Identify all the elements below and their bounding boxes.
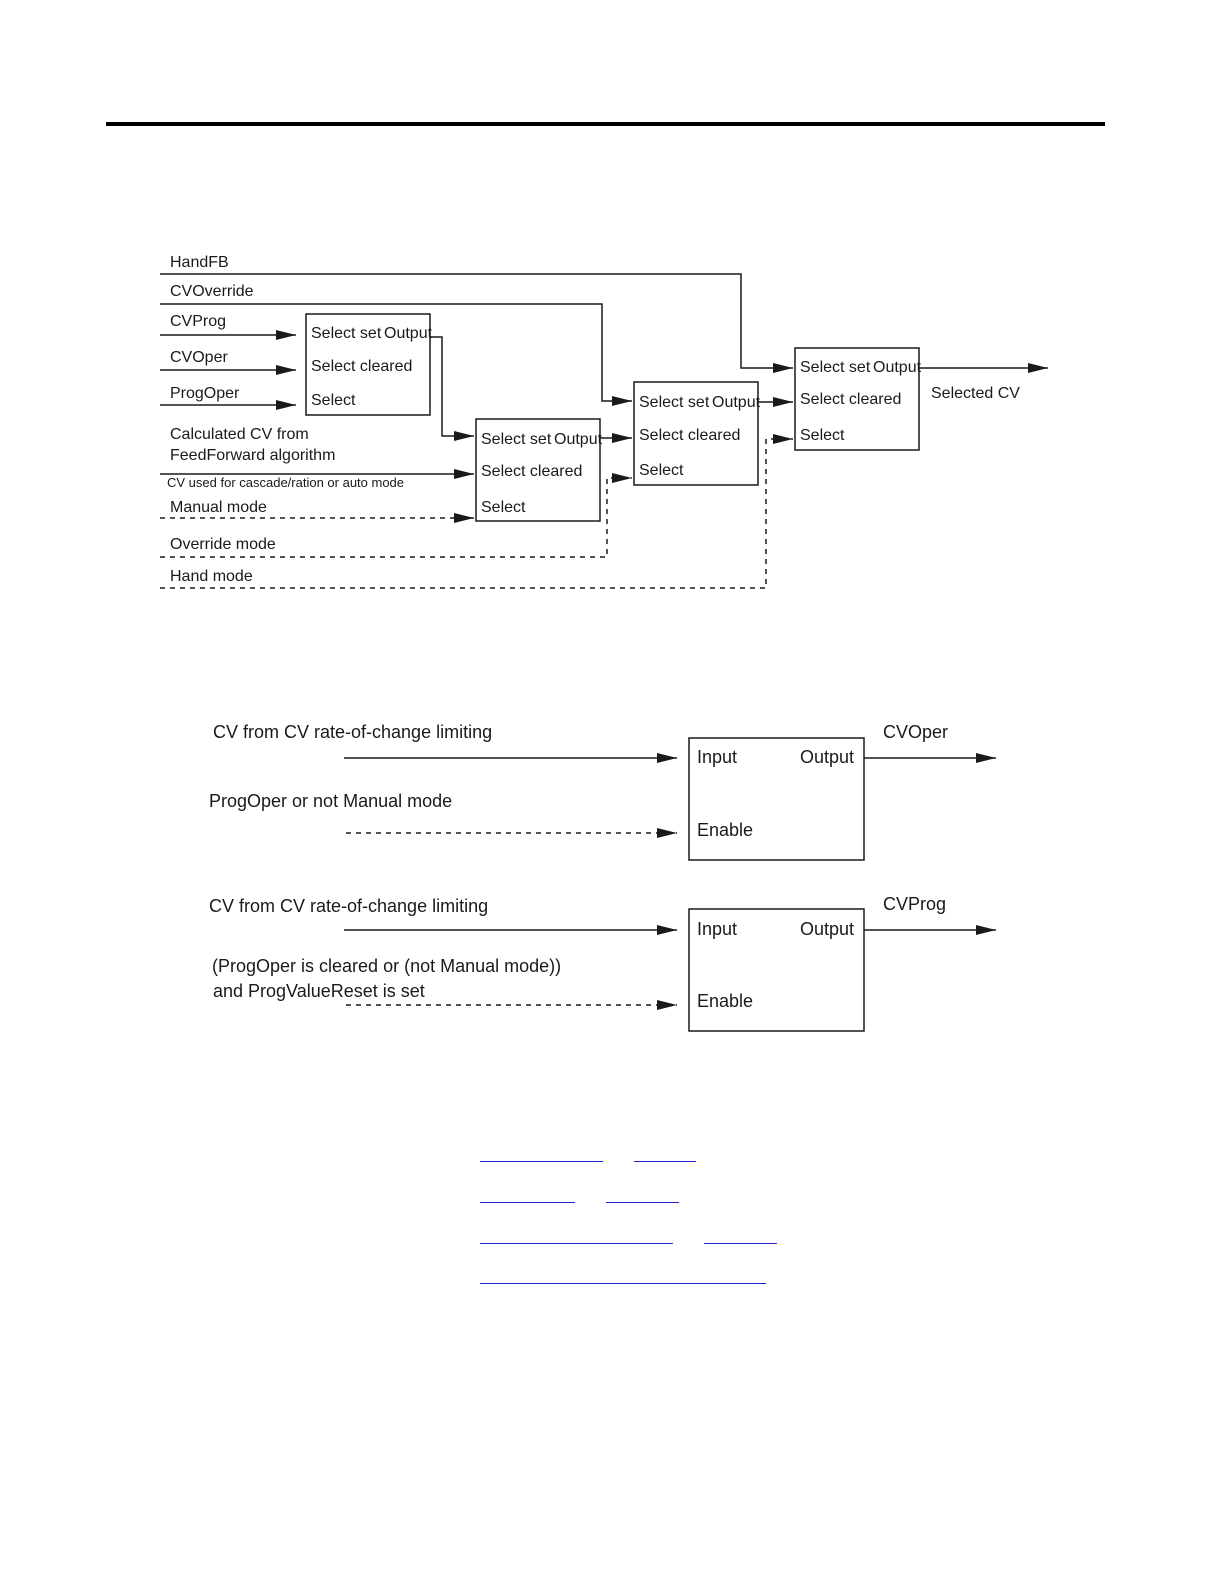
link-1b[interactable]	[634, 1161, 696, 1162]
block3-select-set: Select set	[639, 394, 710, 411]
cvprog-block-input: Input	[697, 919, 737, 939]
block2-output: Output	[554, 431, 603, 448]
wire-hand-mode	[160, 434, 793, 589]
block2-select-cleared: Select cleared	[481, 463, 582, 480]
block1-select-cleared: Select cleared	[311, 358, 412, 375]
link-4[interactable]	[480, 1283, 766, 1284]
link-3a[interactable]	[480, 1243, 673, 1244]
cvoper-block-enable: Enable	[697, 820, 753, 840]
link-2a[interactable]	[480, 1202, 575, 1203]
bottom-input-label: CV from CV rate-of-change limiting	[209, 896, 488, 916]
cvprog-block	[688, 908, 865, 1032]
label-calculated-cv-line2: FeedForward algorithm	[170, 447, 335, 464]
top-input-label: CV from CV rate-of-change limiting	[213, 722, 492, 742]
label-progoper: ProgOper	[170, 385, 240, 402]
label-cvoper-output: CVOper	[883, 722, 948, 742]
label-override-mode: Override mode	[170, 536, 276, 553]
cvprog-block-enable: Enable	[697, 991, 753, 1011]
block4-select-set: Select set	[800, 359, 871, 376]
wire-block1-to-block2	[430, 336, 474, 441]
select-block-3	[633, 381, 759, 486]
label-cvprog: CVProg	[170, 313, 226, 330]
link-2b[interactable]	[606, 1202, 679, 1203]
label-hand-mode: Hand mode	[170, 568, 253, 585]
block4-output: Output	[873, 359, 922, 376]
block3-output: Output	[712, 394, 761, 411]
select-block-2	[475, 418, 601, 522]
link-3b[interactable]	[704, 1243, 777, 1244]
header-rule	[106, 122, 1105, 126]
block1-output: Output	[384, 325, 433, 342]
block4-select-cleared: Select cleared	[800, 391, 901, 408]
select-block-4	[794, 347, 920, 451]
cvoper-block	[688, 737, 865, 861]
label-cascade-cv: CV used for cascade/ration or auto mode	[167, 475, 404, 490]
wire-override-mode	[160, 473, 632, 558]
block4-select: Select	[800, 427, 845, 444]
wire-cvoverride	[160, 303, 632, 406]
label-selected-cv: Selected CV	[931, 385, 1020, 402]
select-block-1	[305, 313, 431, 416]
label-cvprog-output: CVProg	[883, 894, 946, 914]
block2-select: Select	[481, 499, 526, 516]
wire-handfb	[160, 273, 793, 373]
block3-select: Select	[639, 462, 684, 479]
block1-select: Select	[311, 392, 356, 409]
block2-select-set: Select set	[481, 431, 552, 448]
block1-select-set: Select set	[311, 325, 382, 342]
cvoper-block-output: Output	[800, 747, 854, 767]
label-calculated-cv-line1: Calculated CV from	[170, 426, 309, 443]
label-cvoper: CVOper	[170, 349, 228, 366]
bottom-enable-label-line2: and ProgValueReset is set	[213, 981, 425, 1001]
top-enable-label: ProgOper or not Manual mode	[209, 791, 452, 811]
cvoper-cvprog-diagram: CV from CV rate-of-change limiting ProgO…	[209, 722, 996, 1032]
bottom-enable-label-line1: (ProgOper is cleared or (not Manual mode…	[212, 956, 561, 976]
cv-selection-diagram: HandFB CVOverride CVProg CVOper ProgOper…	[160, 254, 1048, 589]
label-handfb: HandFB	[170, 254, 229, 271]
cvoper-block-input: Input	[697, 747, 737, 767]
block3-select-cleared: Select cleared	[639, 427, 740, 444]
cvprog-block-output: Output	[800, 919, 854, 939]
link-1a[interactable]	[480, 1161, 603, 1162]
label-manual-mode: Manual mode	[170, 499, 267, 516]
label-cvoverride: CVOverride	[170, 283, 254, 300]
